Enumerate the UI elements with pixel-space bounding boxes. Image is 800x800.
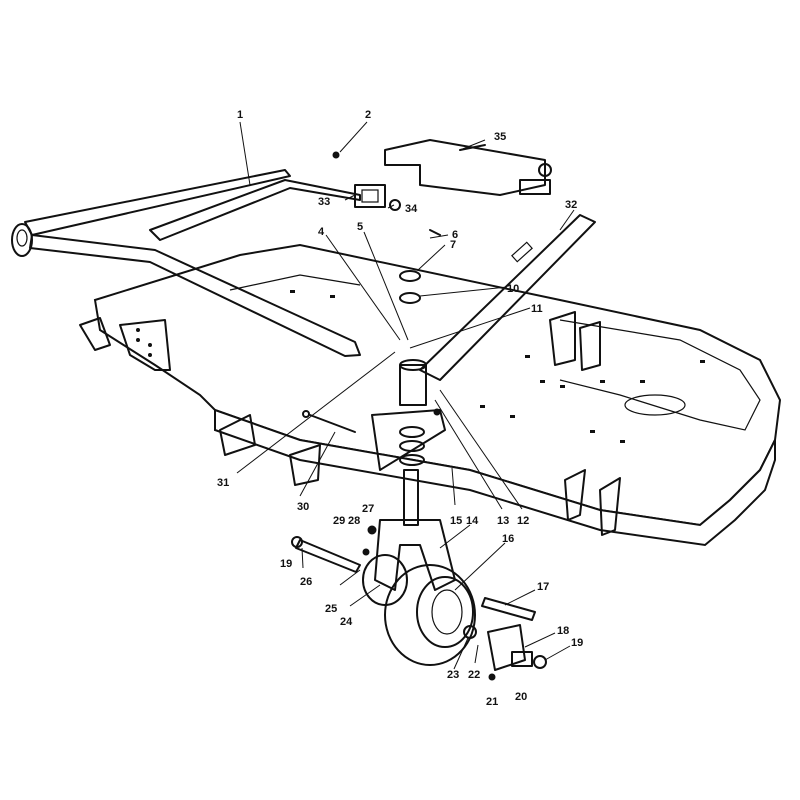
deck-brackets [79, 179, 621, 536]
callout-labels: 1 2 35 33 34 32 6 7 4 5 10 11 31 30 15 1… [217, 109, 583, 708]
callout-21: 21 [486, 696, 498, 708]
caster-spindle [371, 229, 446, 526]
main-frame [11, 169, 361, 357]
callout-30: 30 [297, 501, 309, 513]
callout-29: 29 [333, 515, 345, 527]
callout-11: 11 [531, 303, 543, 315]
callout-14: 14 [466, 515, 479, 527]
callout-19-right: 19 [571, 637, 583, 649]
callout-7: 7 [450, 239, 456, 251]
callout-33: 33 [318, 196, 330, 208]
cross-tube [419, 214, 596, 381]
top-bracket [332, 139, 552, 211]
callout-26: 26 [300, 576, 312, 588]
callout-25: 25 [325, 603, 337, 615]
callout-19-left: 19 [280, 558, 292, 570]
callout-10: 10 [507, 283, 519, 295]
caster-fork [374, 519, 456, 591]
callout-24: 24 [340, 616, 353, 628]
callout-12: 12 [517, 515, 529, 527]
callout-15: 15 [450, 515, 462, 527]
callout-16: 16 [502, 533, 514, 545]
leader-lines [236, 121, 575, 670]
callout-35: 35 [494, 131, 506, 143]
callout-2: 2 [365, 109, 371, 121]
callout-18: 18 [557, 625, 569, 637]
callout-27: 27 [362, 503, 374, 515]
caster-wheel [362, 554, 476, 666]
mower-deck [93, 243, 782, 547]
callout-17: 17 [537, 581, 549, 593]
callout-28: 28 [348, 515, 360, 527]
axle-hardware [291, 525, 547, 681]
callout-22: 22 [468, 669, 480, 681]
callout-1: 1 [237, 109, 243, 121]
callout-20: 20 [515, 691, 527, 703]
callout-32: 32 [565, 199, 577, 211]
pin-rod [302, 410, 356, 433]
callout-5: 5 [357, 221, 363, 233]
callout-6: 6 [452, 229, 458, 241]
callout-23: 23 [447, 669, 459, 681]
callout-13: 13 [497, 515, 509, 527]
callout-34: 34 [405, 203, 418, 215]
callout-31: 31 [217, 477, 229, 489]
callout-4: 4 [318, 226, 325, 238]
